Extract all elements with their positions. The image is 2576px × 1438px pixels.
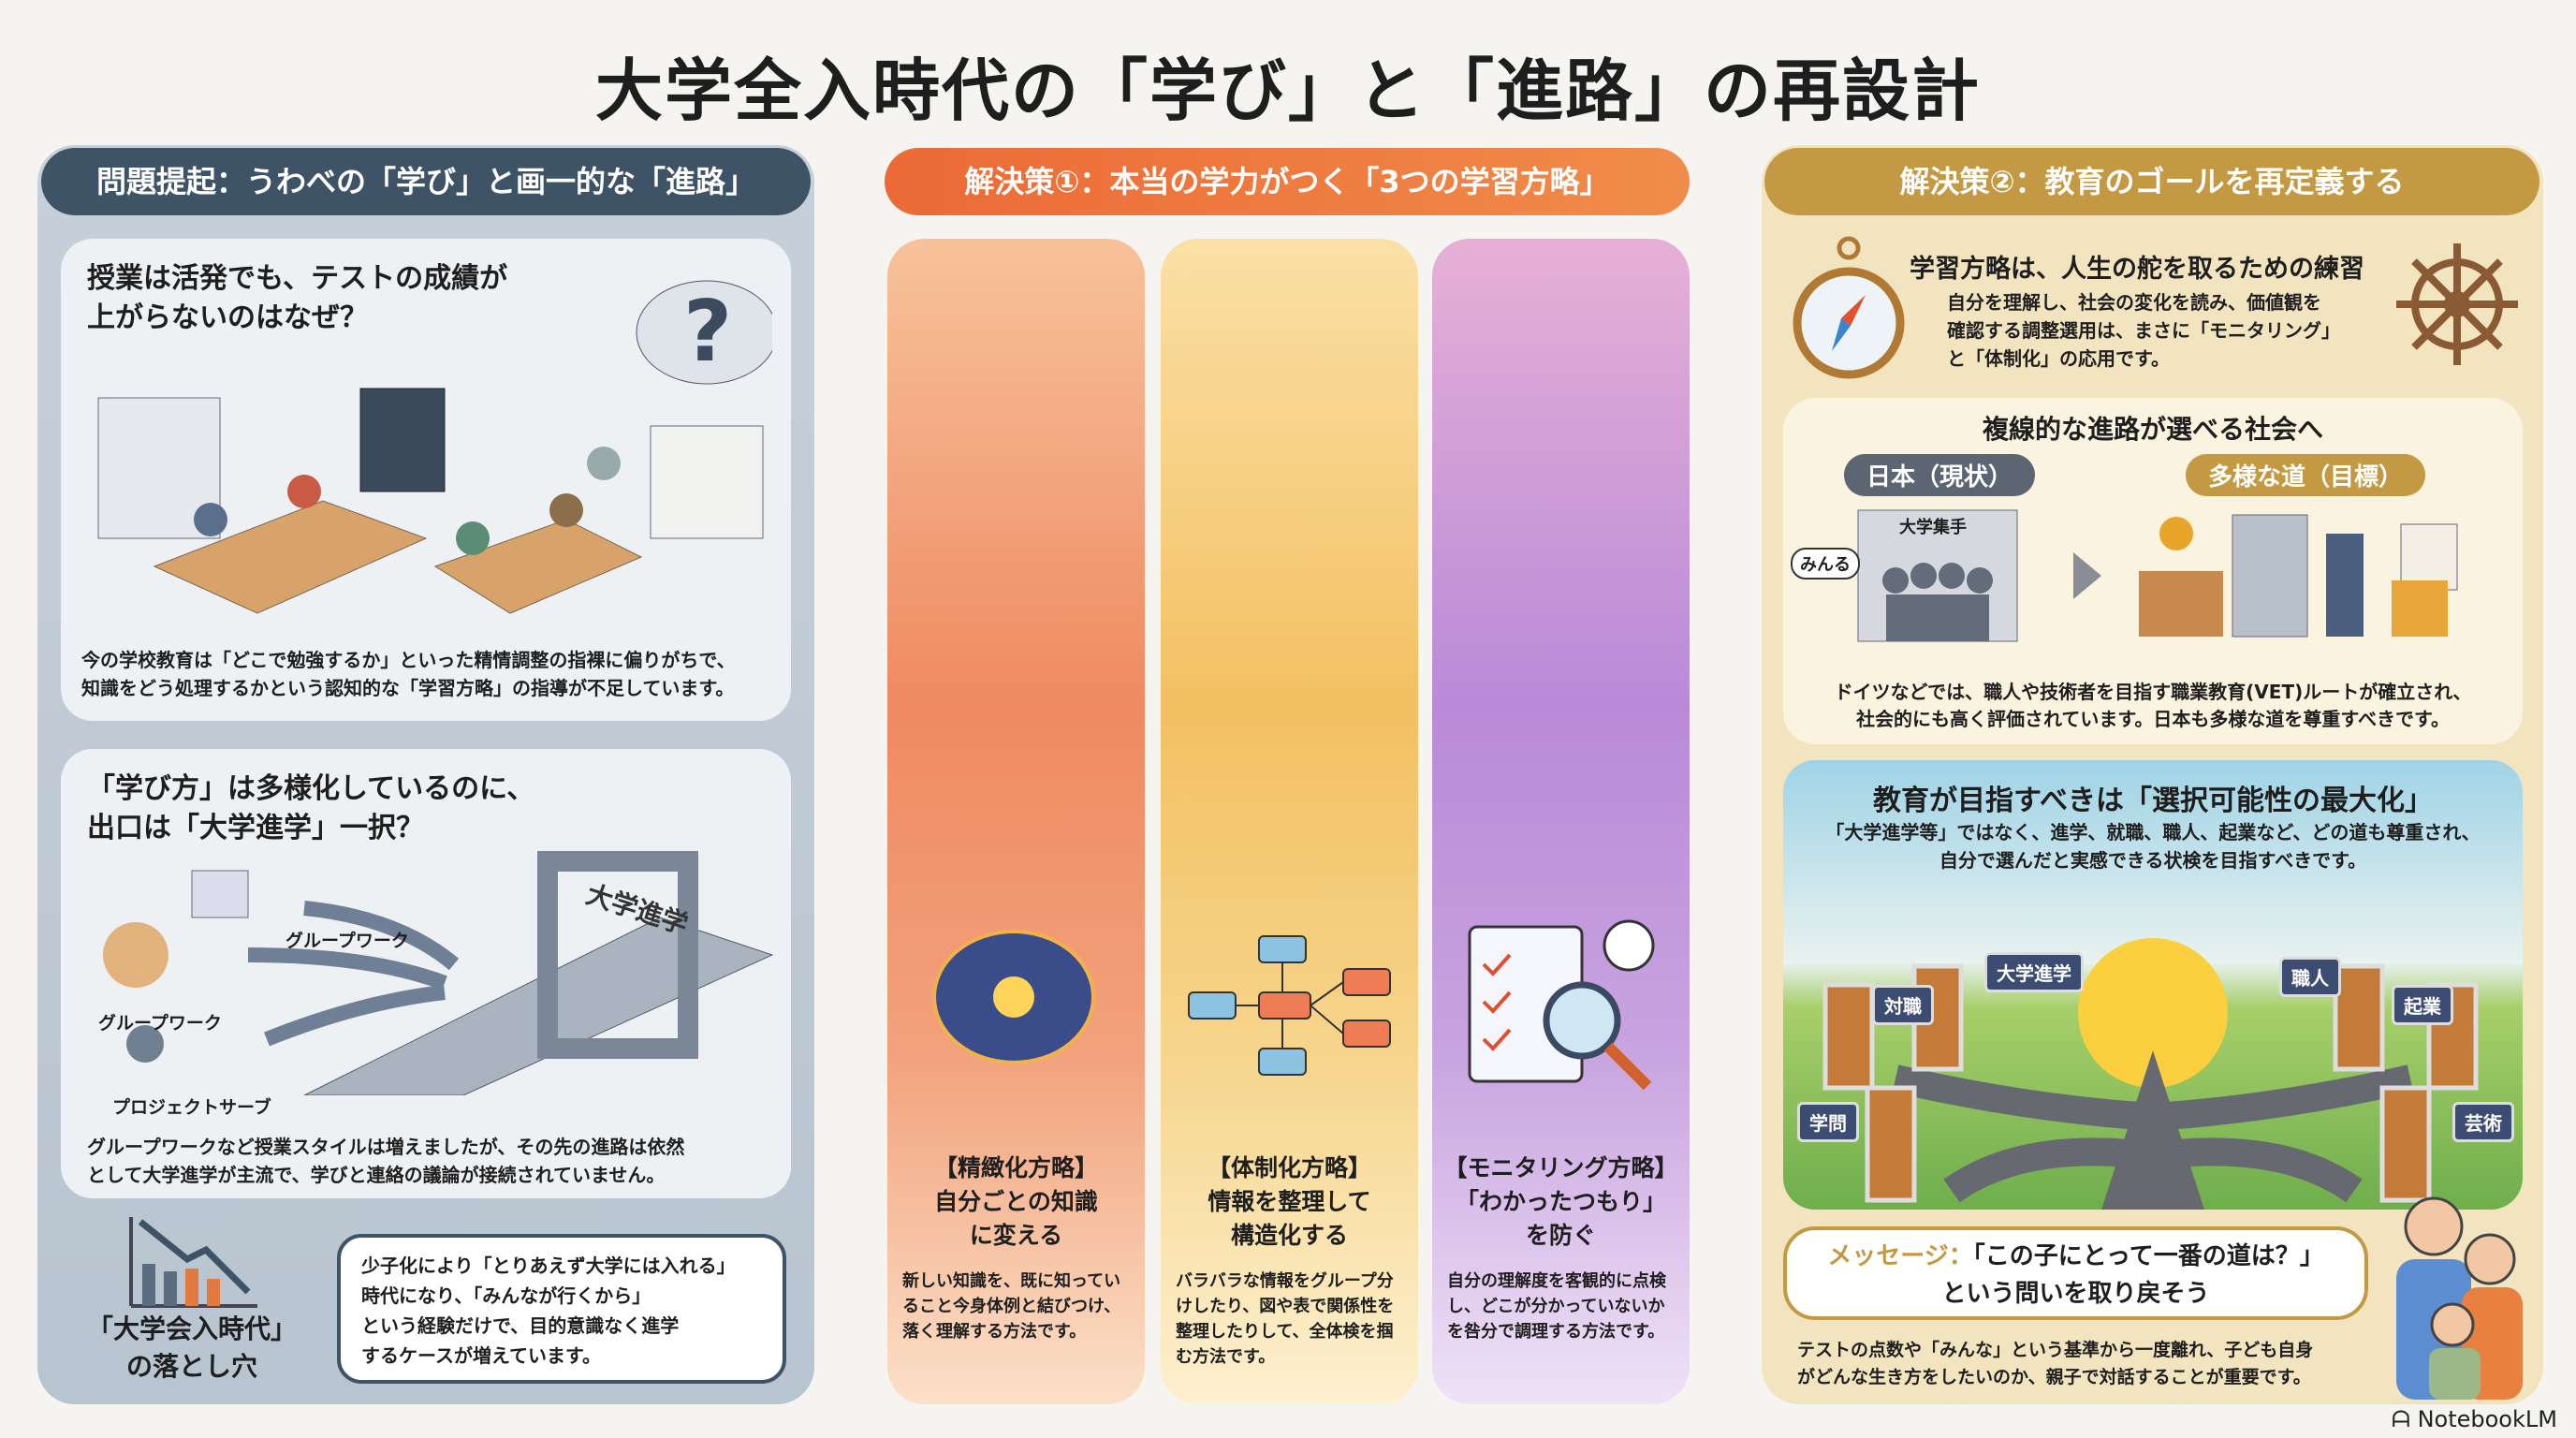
col3-title-1: 「わかったつもり」 [1455,1188,1666,1215]
choice-heading: 教育が目指すべきは「選択可能性の最大化」 [1873,785,2433,817]
choice-body-2: 自分で選んだと実感できる状検を目指すべきです。 [1939,849,2367,872]
sign-craftsman: 職人 [2279,957,2341,997]
strategy-column-organization: 【体制化方略】情報を整理して構造化する バラバラな情報をグループ分けしたり、図や… [1161,239,1418,1404]
society-body-1: ドイツなどでは、職人や技術者を目指す職業教育(VET)ルートが確立され、 [1834,681,2472,703]
pitfall-bubble-4: するケースが増えています。 [361,1344,601,1367]
label-group-work-1: グループワーク [285,931,409,951]
message-label: メッセージ： [1827,1242,1973,1270]
crossroads-illustration [1822,938,2479,1210]
tag-goal: 多様な道（目標） [2186,454,2426,496]
checklist-magnifier-icon [1468,919,1655,1091]
col2-name: 【体制化方略】 [1207,1154,1371,1181]
flowchart-icon [1188,935,1391,1076]
pitfall-bubble: 少子化により「とりあえず大学には入れる」時代になり、「みんなが行くから」という経… [337,1234,786,1384]
card2-body-2: として大学進学が主流で、学びと連絡の議論が接続されていません。 [87,1164,666,1186]
message-line-1: 「この子にとって一番の道は？」 [1972,1242,2324,1270]
steer-body-3: と「体制化」の応用です。 [1947,347,2170,370]
speech-bubble: みんる [1791,548,1860,580]
problem-card-1: ? 授業は活発でも、テストの成績が上がらないのはなぜ？ 今の学校教育は「どこで勉… [61,239,791,721]
card1-heading-2: 上がらないのはなぜ？ [87,301,368,334]
tag-current: 日本（現状） [1844,454,2036,496]
watermark-text: NotebookLM [2417,1406,2557,1432]
sign-employment: 対職 [1872,985,1934,1025]
compass-icon [1793,236,1905,379]
sign-academic: 学問 [1797,1102,1859,1142]
pitfall-title-2: の落とし穴 [125,1351,257,1382]
col3-body: 自分の理解度を客観的に点検し、どこが分かっていないかを咎分で調理する方法です。 [1447,1271,1666,1342]
message-body-2: がどんな生き方をしたいのか、親子で対話することが重要です。 [1797,1367,2311,1387]
society-body-2: 社会的にも高く評価されています。日本も多様な道を尊重すべきです。 [1856,708,2450,730]
strategy-column-monitoring: 【モニタリング方略】「わかったつもり」を防ぐ 自分の理解度を客観的に点検し、どこ… [1432,239,1690,1404]
message-line-2: という問いを取り戻そう [1941,1280,2210,1308]
gate-conveyor-illustration [103,851,774,1095]
pitfall-bubble-3: という経験だけで、目的意識なく進学 [361,1314,680,1337]
col3-name: 【モニタリング方略】 [1443,1154,1678,1181]
notebooklm-watermark: ᗩ NotebookLM [2392,1406,2557,1432]
message-body-1: テストの点数や「みんな」という基準から一度離れ、子ども自身 [1797,1340,2314,1360]
sign-university: 大学進学 [1984,952,2084,992]
steer-heading: 学習方略は、人生の舵を取るための練習 [1910,255,2364,284]
problem-card-2: 「学び方」は多様化しているのに、出口は「大学進学」一択？ 大学進学 グループワー… [61,749,791,1198]
page-title: 大学全入時代の「学び」と「進路」の再設計 [594,51,1981,130]
family-illustration [2396,1196,2523,1400]
steer-body-1: 自分を理解し、社会の変化を読み、価値観を [1947,291,2321,314]
col1-title-2: に変える [969,1222,1063,1249]
pitfall-bubble-1: 少子化により「とりあえず大学には入れる」 [361,1255,736,1277]
col3-title-2: を防ぐ [1525,1222,1596,1249]
sign-arts: 芸術 [2452,1102,2514,1142]
card2-body-1: グループワークなど授業スタイルは増えましたが、その先の進路は依然 [87,1136,685,1158]
col2-title-1: 情報を整理して [1208,1188,1371,1215]
col1-title-1: 自分ごとの知識 [934,1188,1098,1215]
message-bubble: メッセージ：「この子にとって一番の道は？」 という問いを取り戻そう [1783,1226,2368,1320]
card1-body-2: 知識をどう処理するかという認知的な「学習方略」の指導が不足しています。 [81,677,735,699]
card2-heading-1: 「学び方」は多様化しているのに、 [87,772,535,805]
label-project: プロジェクトサーブ [112,1097,271,1118]
choice-card: 教育が目指すべきは「選択可能性の最大化」 「大学進学等」ではなく、進学、就職、職… [1783,760,2523,1210]
paths-illustration [1857,509,2458,642]
notebooklm-logo-icon: ᗩ [2392,1406,2418,1432]
classroom-illustration: ? [97,280,772,614]
society-heading: 複線的な進路が選べる社会へ [1982,414,2323,445]
brain-lightbulb-icon [932,930,1095,1064]
solution1-header: 解決策①：本当の学力がつく「3つの学習方略」 [885,148,1690,215]
sign-startup: 起業 [2392,985,2453,1025]
card1-heading-1: 授業は活発でも、テストの成績が [87,262,508,295]
gate-sign: 大学集手 [1895,514,1970,538]
strategy-column-elaboration: 【精緻化方略】自分ごとの知識に変える 新しい知識を、既に知っていること今身体例と… [887,239,1145,1404]
card1-body-1: 今の学校教育は「どこで勉強するか」といった精情調整の指裸に偏りがちで、 [81,649,736,671]
question-cloud-icon: ? [636,280,772,385]
col2-title-2: 構造化する [1230,1222,1348,1249]
pitfall-title-1: 「大学会入時代」 [86,1313,297,1344]
choice-body-1: 「大学進学等」ではなく、進学、就職、職人、起業など、どの道も尊重され、 [1825,821,2481,844]
label-group-work-2: グループワーク [98,1013,222,1034]
col2-body: バラバラな情報をグループ分けしたり、図や表で関係性を整理したりして、全体検を掴む… [1176,1271,1395,1367]
svg-text:?: ? [683,283,732,381]
card2-heading-2: 出口は「大学進学」一択？ [87,812,424,844]
declining-chart-icon [129,1217,257,1308]
society-card: 複線的な進路が選べる社会へ 日本（現状） 多様な道（目標） 大学集手 みんる ド… [1783,398,2523,744]
problem-header: 問題提起：うわべの「学び」と画一的な「進路」 [41,148,811,215]
col1-name: 【精緻化方略】 [933,1154,1098,1181]
ship-wheel-icon [2396,243,2518,365]
pitfall-bubble-2: 時代になり、「みんなが行くから」 [361,1284,651,1307]
solution2-header: 解決策②：教育のゴールを再定義する [1764,148,2539,215]
col1-body: 新しい知識を、既に知っていること今身体例と結びつけ、落く理解する方法です。 [902,1271,1121,1342]
steer-body-2: 確認する調整選用は、まさに「モニタリング」 [1947,319,2340,342]
